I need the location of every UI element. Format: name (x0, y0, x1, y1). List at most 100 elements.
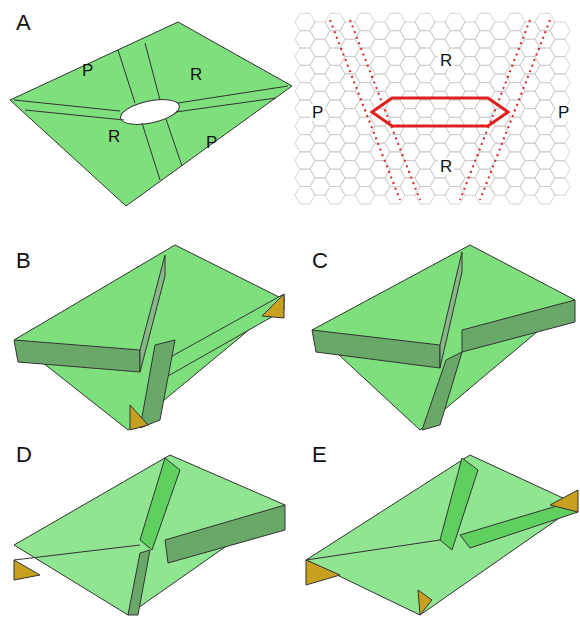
folded-state-c (312, 245, 575, 430)
panel-letter: B (16, 250, 31, 272)
hex-cell (520, 91, 540, 108)
hex-cell (400, 161, 420, 178)
hex-cell (295, 152, 315, 169)
hex-cell (355, 100, 375, 117)
hex-cell (505, 187, 525, 204)
folded-state-b (14, 245, 285, 430)
hex-cell (490, 178, 510, 195)
hex-cell (460, 178, 480, 195)
hex-cell (310, 161, 330, 178)
hex-cell (370, 143, 390, 160)
hex-cell (295, 169, 315, 186)
hex-cell (520, 109, 540, 126)
hex-cell (310, 57, 330, 74)
hex-cell (400, 143, 420, 160)
hex-cell (430, 178, 450, 195)
hex-cell (430, 22, 450, 39)
hex-cell (370, 126, 390, 143)
hex-cell (535, 48, 555, 65)
hex-cell (310, 39, 330, 56)
hex-cell (490, 126, 510, 143)
hex-cell (415, 65, 435, 82)
hex-cell (355, 13, 375, 30)
hex-cell (475, 65, 495, 82)
hex-cell (355, 135, 375, 152)
hex-cell (355, 117, 375, 134)
hex-cell (400, 22, 420, 39)
hex-cell (355, 83, 375, 100)
hex-cell (460, 39, 480, 56)
panel-letter: C (312, 250, 328, 272)
hex-cell (460, 57, 480, 74)
hex-cell (535, 31, 555, 48)
hex-cell (445, 135, 465, 152)
hex-cell (505, 100, 525, 117)
hex-cell (400, 91, 420, 108)
hex-cell (400, 126, 420, 143)
hex-cell (475, 48, 495, 65)
hex-cell (445, 13, 465, 30)
hex-cell (295, 187, 315, 204)
hex-cell (550, 161, 570, 178)
hex-cell (490, 57, 510, 74)
folded-state-d (14, 455, 285, 615)
hex-cell (535, 187, 555, 204)
hex-cell (295, 135, 315, 152)
region-label: R (438, 52, 454, 69)
hex-cell (340, 91, 360, 108)
hex-cell (415, 135, 435, 152)
hex-cell (415, 13, 435, 30)
hex-cell (535, 135, 555, 152)
hex-cell (490, 22, 510, 39)
hex-cell (505, 117, 525, 134)
hex-cell (340, 178, 360, 195)
hex-cell (415, 152, 435, 169)
hex-cell (550, 126, 570, 143)
hex-cell (325, 31, 345, 48)
hex-cell (370, 178, 390, 195)
hex-cell (400, 178, 420, 195)
hex-cell (490, 143, 510, 160)
hex-cell (295, 83, 315, 100)
hex-cell (430, 109, 450, 126)
hex-cell (460, 143, 480, 160)
hex-cell (505, 83, 525, 100)
hex-cell (505, 31, 525, 48)
hex-cell (355, 65, 375, 82)
hex-cell (535, 83, 555, 100)
region-label: R (108, 128, 120, 145)
hex-cell (325, 169, 345, 186)
hex-cell (325, 83, 345, 100)
hex-cell (415, 100, 435, 117)
hex-cell (460, 161, 480, 178)
panel-letter: E (312, 444, 327, 466)
hex-cell (475, 31, 495, 48)
hex-cell (355, 169, 375, 186)
hex-cell (325, 117, 345, 134)
hex-cell (535, 65, 555, 82)
hex-cell (505, 48, 525, 65)
hex-cell (535, 169, 555, 186)
hex-cell (385, 48, 405, 65)
hex-cell (310, 22, 330, 39)
hex-grid (295, 13, 570, 204)
hex-cell (535, 152, 555, 169)
hex-cell (415, 31, 435, 48)
hex-cell (550, 39, 570, 56)
hex-cell (385, 135, 405, 152)
hex-cell (310, 143, 330, 160)
hex-cell (535, 100, 555, 117)
hex-cell (520, 143, 540, 160)
hex-cell (505, 65, 525, 82)
hex-cell (355, 152, 375, 169)
hex-cell (415, 48, 435, 65)
hex-cell (310, 178, 330, 195)
hex-cell (490, 39, 510, 56)
hex-cell (355, 187, 375, 204)
hex-cell (490, 161, 510, 178)
hex-cell (325, 48, 345, 65)
hex-cell (430, 74, 450, 91)
hex-cell (295, 65, 315, 82)
hex-cell (385, 31, 405, 48)
hex-cell (460, 91, 480, 108)
